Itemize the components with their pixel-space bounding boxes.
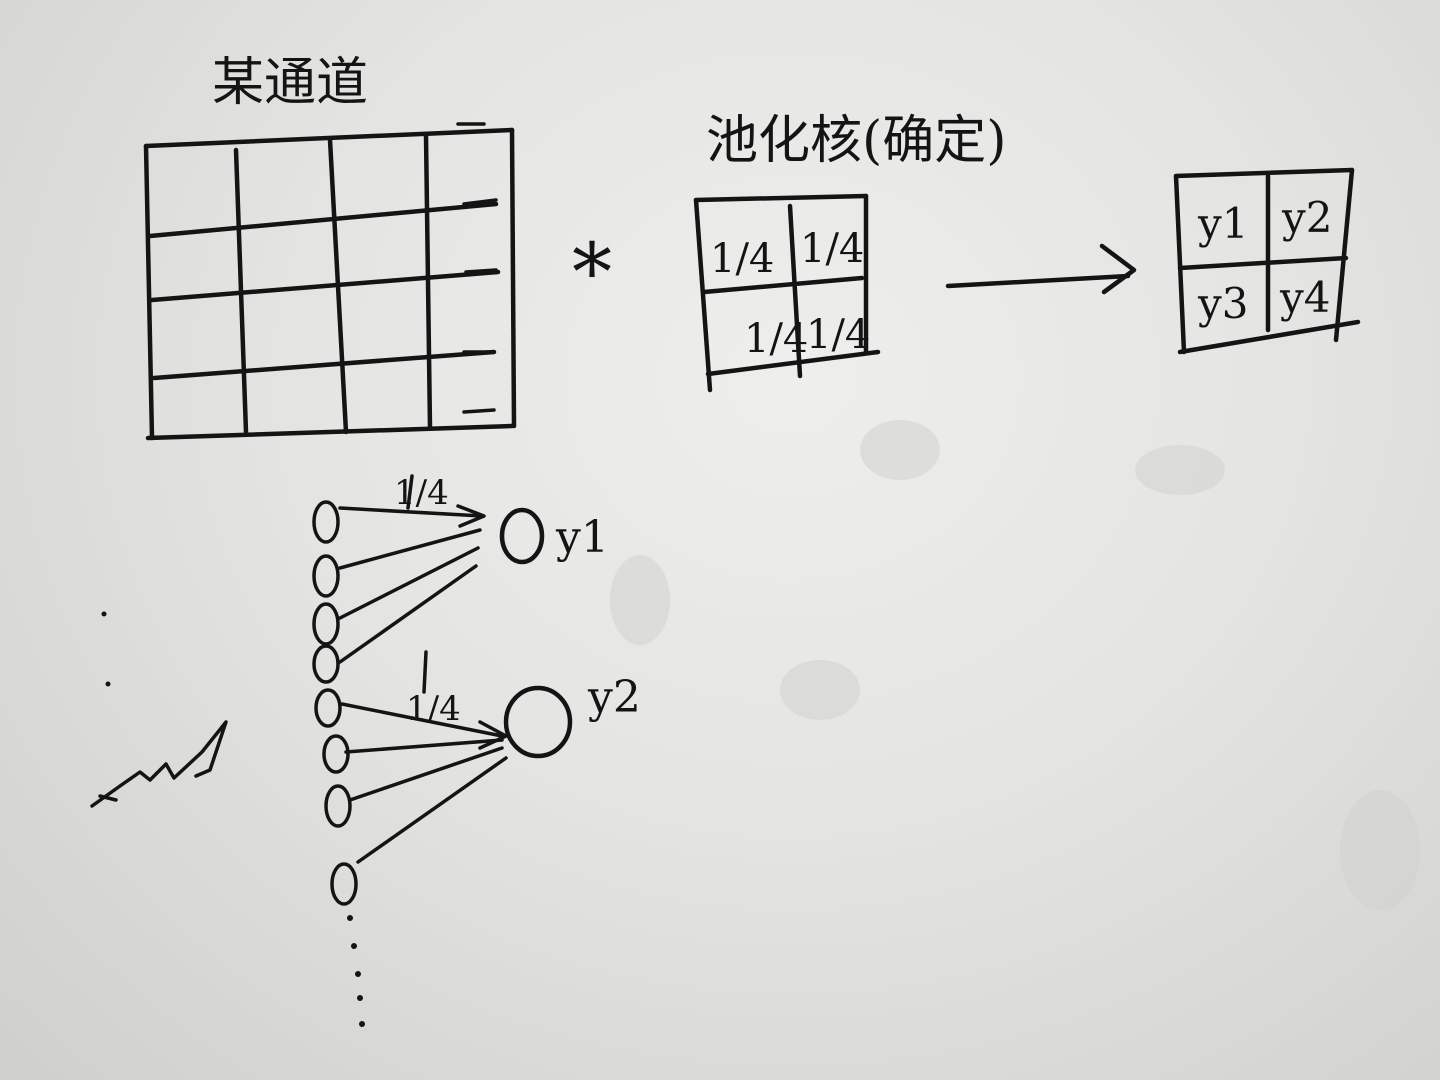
input-neuron xyxy=(330,862,358,906)
result-arrow xyxy=(945,243,1137,295)
multiply-sign: * xyxy=(572,226,612,319)
group-1-connections xyxy=(338,504,486,664)
kernel-cell-3: 1/4 xyxy=(744,316,808,362)
output-y2: y2 xyxy=(1281,193,1332,242)
pool-kernel-title: 池化核(确定) xyxy=(706,111,1007,171)
group-2-weight: 1/4 xyxy=(406,689,461,729)
pool-kernel-grid xyxy=(693,193,881,393)
input-neuron xyxy=(312,554,340,598)
neuron-y1 xyxy=(499,507,545,565)
weight-tick xyxy=(422,650,428,694)
output-y4: y4 xyxy=(1279,273,1330,322)
stray-dot xyxy=(105,681,111,687)
input-channel-grid xyxy=(143,122,517,441)
group-1-weight: 1/4 xyxy=(394,473,449,513)
output-y3: y3 xyxy=(1197,279,1248,328)
channel-title: 某通道 xyxy=(212,53,368,113)
output-grid xyxy=(1173,167,1361,355)
input-neuron xyxy=(312,602,340,646)
input-neuron xyxy=(324,784,352,828)
input-neurons xyxy=(312,500,358,906)
neuron-y2-label: y2 xyxy=(587,672,641,723)
kernel-cell-2: 1/4 xyxy=(800,226,864,272)
kernel-cell-4: 1/4 xyxy=(806,312,870,358)
kernel-cell-1: 1/4 xyxy=(710,236,774,282)
group-2-connections xyxy=(340,702,508,864)
stray-dot xyxy=(101,611,107,617)
neuron-y1-label: y1 xyxy=(555,512,609,563)
input-neuron xyxy=(314,688,342,728)
neuron-y2 xyxy=(503,685,573,759)
scribble-mark xyxy=(90,720,228,808)
continuation-dots xyxy=(347,915,365,1027)
weight-tick xyxy=(406,474,414,510)
output-y1: y1 xyxy=(1197,199,1248,248)
input-neuron xyxy=(312,644,340,684)
bleed-through-marks xyxy=(610,420,1420,910)
input-neuron xyxy=(312,500,340,544)
input-neuron xyxy=(322,734,350,774)
